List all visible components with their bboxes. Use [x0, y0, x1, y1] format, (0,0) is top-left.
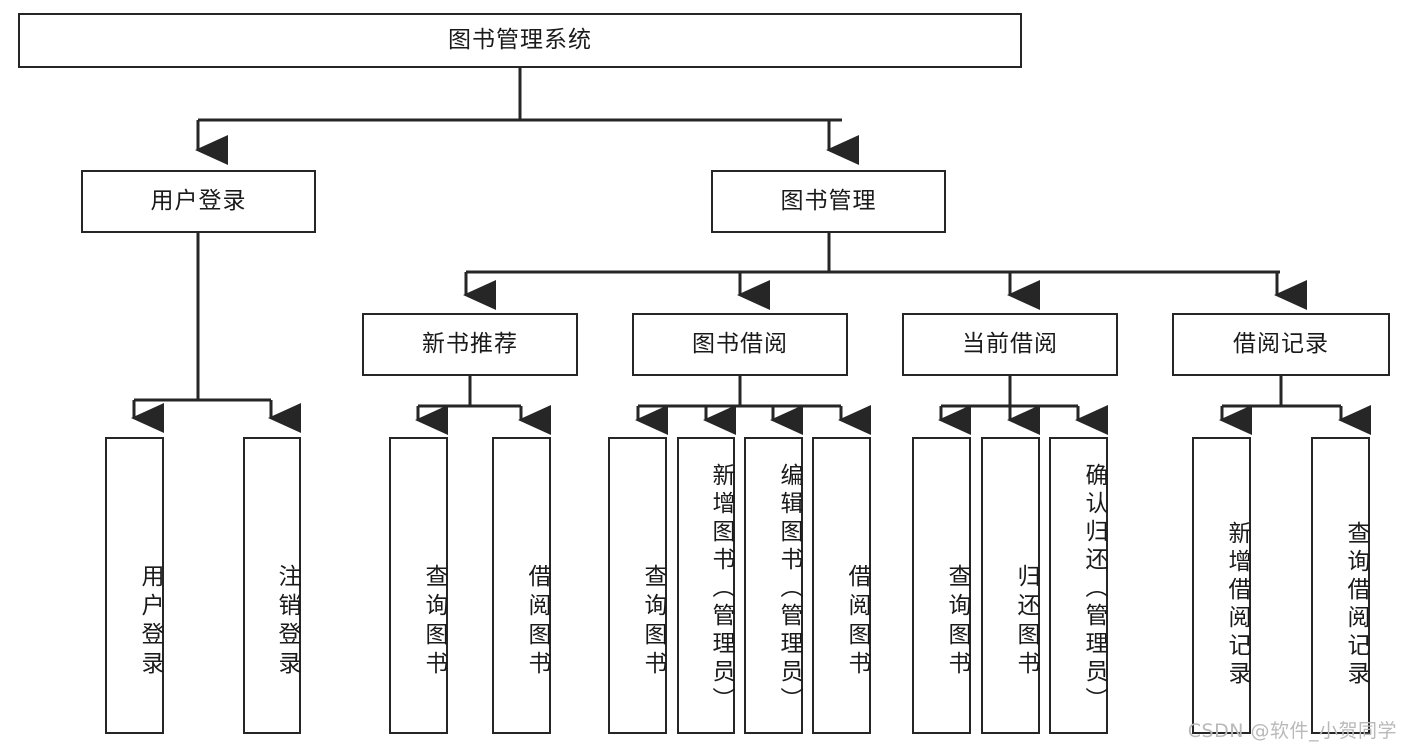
node-current-borrow[interactable]: 当前借阅 — [902, 313, 1118, 376]
leaf-current-confirm-return-label: 确认归还（管理员） — [1081, 462, 1107, 715]
node-borrow-record-label: 借阅记录 — [1233, 331, 1329, 358]
node-new-book-recommend-label: 新书推荐 — [422, 331, 518, 358]
leaf-current-confirm-return[interactable]: 确认归还（管理员） — [1049, 437, 1108, 734]
node-user-login-label: 用户登录 — [150, 188, 247, 215]
leaf-borrow-query-book-label: 查询图书 — [640, 563, 666, 680]
leaf-user-login-signin[interactable]: 用户登录 — [105, 437, 164, 734]
leaf-current-query-book[interactable]: 查询图书 — [912, 437, 971, 734]
node-book-management[interactable]: 图书管理 — [711, 170, 946, 233]
leaf-borrow-borrow-book-label: 借阅图书 — [844, 563, 870, 680]
leaf-new-book-query[interactable]: 查询图书 — [389, 437, 448, 734]
leaf-record-add[interactable]: 新增借阅记录 — [1192, 437, 1251, 734]
leaf-borrow-query-book[interactable]: 查询图书 — [608, 437, 667, 734]
leaf-record-query[interactable]: 查询借阅记录 — [1311, 437, 1370, 734]
leaf-user-login-signout[interactable]: 注销登录 — [243, 437, 301, 734]
leaf-record-add-label: 新增借阅记录 — [1224, 520, 1250, 689]
leaf-borrow-edit-book[interactable]: 编辑图书（管理员） — [744, 437, 803, 734]
leaf-current-query-book-label: 查询图书 — [944, 563, 970, 680]
node-book-borrow[interactable]: 图书借阅 — [632, 313, 848, 376]
leaf-current-return-book-label: 归还图书 — [1013, 563, 1039, 680]
node-book-borrow-label: 图书借阅 — [692, 331, 788, 358]
leaf-borrow-add-book-label: 新增图书（管理员） — [708, 462, 734, 715]
node-root-label: 图书管理系统 — [448, 27, 592, 54]
leaf-new-book-query-label: 查询图书 — [421, 563, 447, 680]
node-current-borrow-label: 当前借阅 — [962, 331, 1058, 358]
leaf-borrow-borrow-book[interactable]: 借阅图书 — [812, 437, 871, 734]
node-borrow-record[interactable]: 借阅记录 — [1172, 313, 1390, 376]
leaf-current-return-book[interactable]: 归还图书 — [981, 437, 1040, 734]
node-user-login[interactable]: 用户登录 — [81, 170, 316, 233]
node-root[interactable]: 图书管理系统 — [18, 13, 1022, 68]
leaf-record-query-label: 查询借阅记录 — [1343, 520, 1369, 689]
leaf-new-book-borrow[interactable]: 借阅图书 — [492, 437, 551, 734]
leaf-borrow-edit-book-label: 编辑图书（管理员） — [776, 462, 802, 715]
leaf-borrow-add-book[interactable]: 新增图书（管理员） — [677, 437, 735, 734]
node-new-book-recommend[interactable]: 新书推荐 — [362, 313, 578, 376]
leaf-user-login-signin-label: 用户登录 — [137, 563, 163, 680]
leaf-user-login-signout-label: 注销登录 — [274, 563, 300, 680]
leaf-new-book-borrow-label: 借阅图书 — [524, 563, 550, 680]
node-book-management-label: 图书管理 — [780, 188, 877, 215]
csdn-watermark: CSDN @软件_小贺同学 — [1187, 720, 1397, 742]
